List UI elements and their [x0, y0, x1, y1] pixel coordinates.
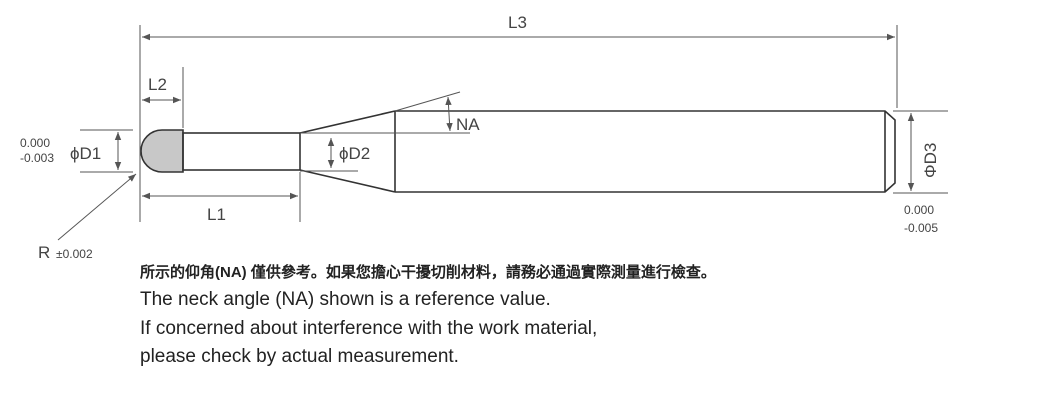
na-label: NA	[456, 115, 480, 134]
d2-label: ϕD2	[339, 144, 370, 163]
d3-tol-upper: 0.000	[904, 203, 934, 217]
tool-outline	[140, 110, 896, 193]
shank	[395, 110, 896, 193]
r-label: R	[38, 243, 50, 262]
d3-label: ΦD3	[921, 143, 940, 178]
l2-label: L2	[148, 75, 167, 94]
neck	[182, 132, 301, 171]
note-line-2: If concerned about interference with the…	[140, 318, 598, 339]
l1-label: L1	[207, 205, 226, 224]
note-chinese: 所示的仰角(NA) 僅供參考。如果您擔心干擾切削材料，請務必通過實際測量進行檢查…	[140, 264, 716, 281]
ball-tip	[140, 129, 184, 173]
d1-tol-lower: -0.003	[20, 151, 54, 165]
note-line-3: please check by actual measurement.	[140, 346, 459, 367]
l3-label: L3	[508, 13, 527, 32]
r-tol: ±0.002	[56, 247, 93, 261]
dimension-lines	[57, 25, 948, 241]
note-line-1: The neck angle (NA) shown is a reference…	[140, 289, 551, 310]
d1-label: ϕD1	[70, 144, 101, 163]
taper	[299, 110, 396, 193]
d3-tol-lower: -0.005	[904, 221, 938, 235]
d1-tol-upper: 0.000	[20, 136, 50, 150]
